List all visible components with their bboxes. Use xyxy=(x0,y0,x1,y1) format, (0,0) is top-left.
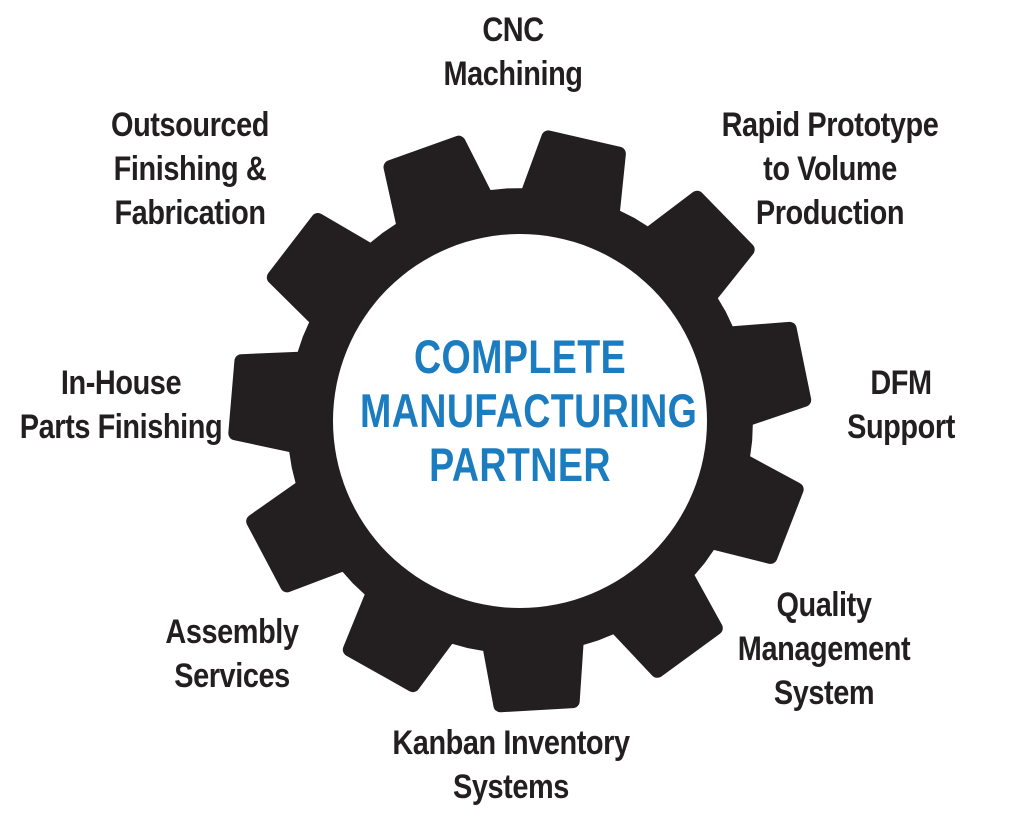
gear-hub-circle xyxy=(333,234,707,608)
label-rapid-prototype: Rapid Prototype to Volume Production xyxy=(721,106,939,232)
center-title: COMPLETE MANUFACTURING PARTNER xyxy=(360,330,698,491)
label-kanban-inventory: Kanban Inventory Systems xyxy=(392,724,630,806)
label-assembly-services: Assembly Services xyxy=(165,613,299,695)
label-outsourced-finishing: Outsourced Finishing & Fabrication xyxy=(111,106,269,232)
label-dfm-support: DFM Support xyxy=(847,364,955,446)
label-quality-management: Quality Management System xyxy=(737,586,911,712)
label-in-house-finishing: In-House Parts Finishing xyxy=(19,364,223,446)
label-cnc-machining: CNC Machining xyxy=(443,11,583,93)
